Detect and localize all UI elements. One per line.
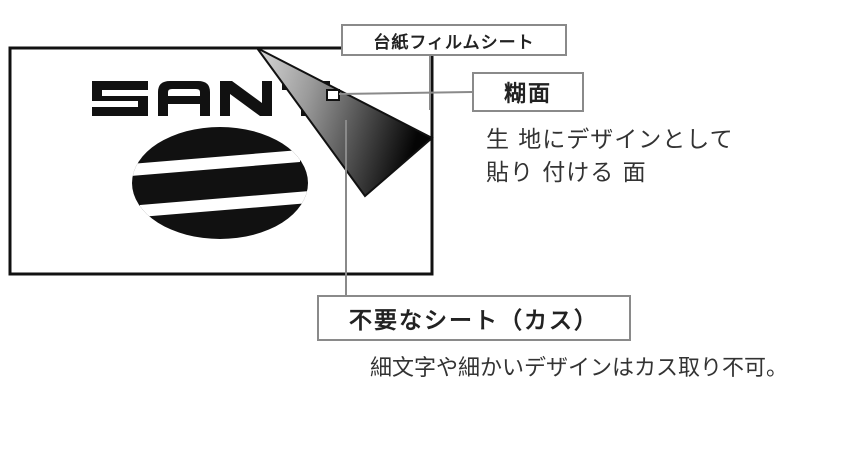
film-sheet-label-text: 台紙フィルムシート xyxy=(373,32,535,53)
glue-leader-line xyxy=(338,91,473,95)
waste-sheet-label: 不要なシート（カス） xyxy=(317,295,631,341)
glue-face-note-line2: 貼り 付ける 面 xyxy=(486,160,647,186)
waste-sheet-label-text: 不要なシート（カス） xyxy=(349,308,599,334)
film-sheet-label: 台紙フィルムシート xyxy=(341,24,567,56)
s-emblem xyxy=(132,127,308,239)
glue-face-label-text: 糊面 xyxy=(503,82,552,107)
waste-sheet-note: 細文字や細かいデザインはカス取り不可。 xyxy=(370,356,789,381)
glue-face-marker xyxy=(326,89,340,101)
glue-face-note-line1: 生 地にデザインとして xyxy=(486,127,734,153)
glue-face-label: 糊面 xyxy=(472,72,584,112)
